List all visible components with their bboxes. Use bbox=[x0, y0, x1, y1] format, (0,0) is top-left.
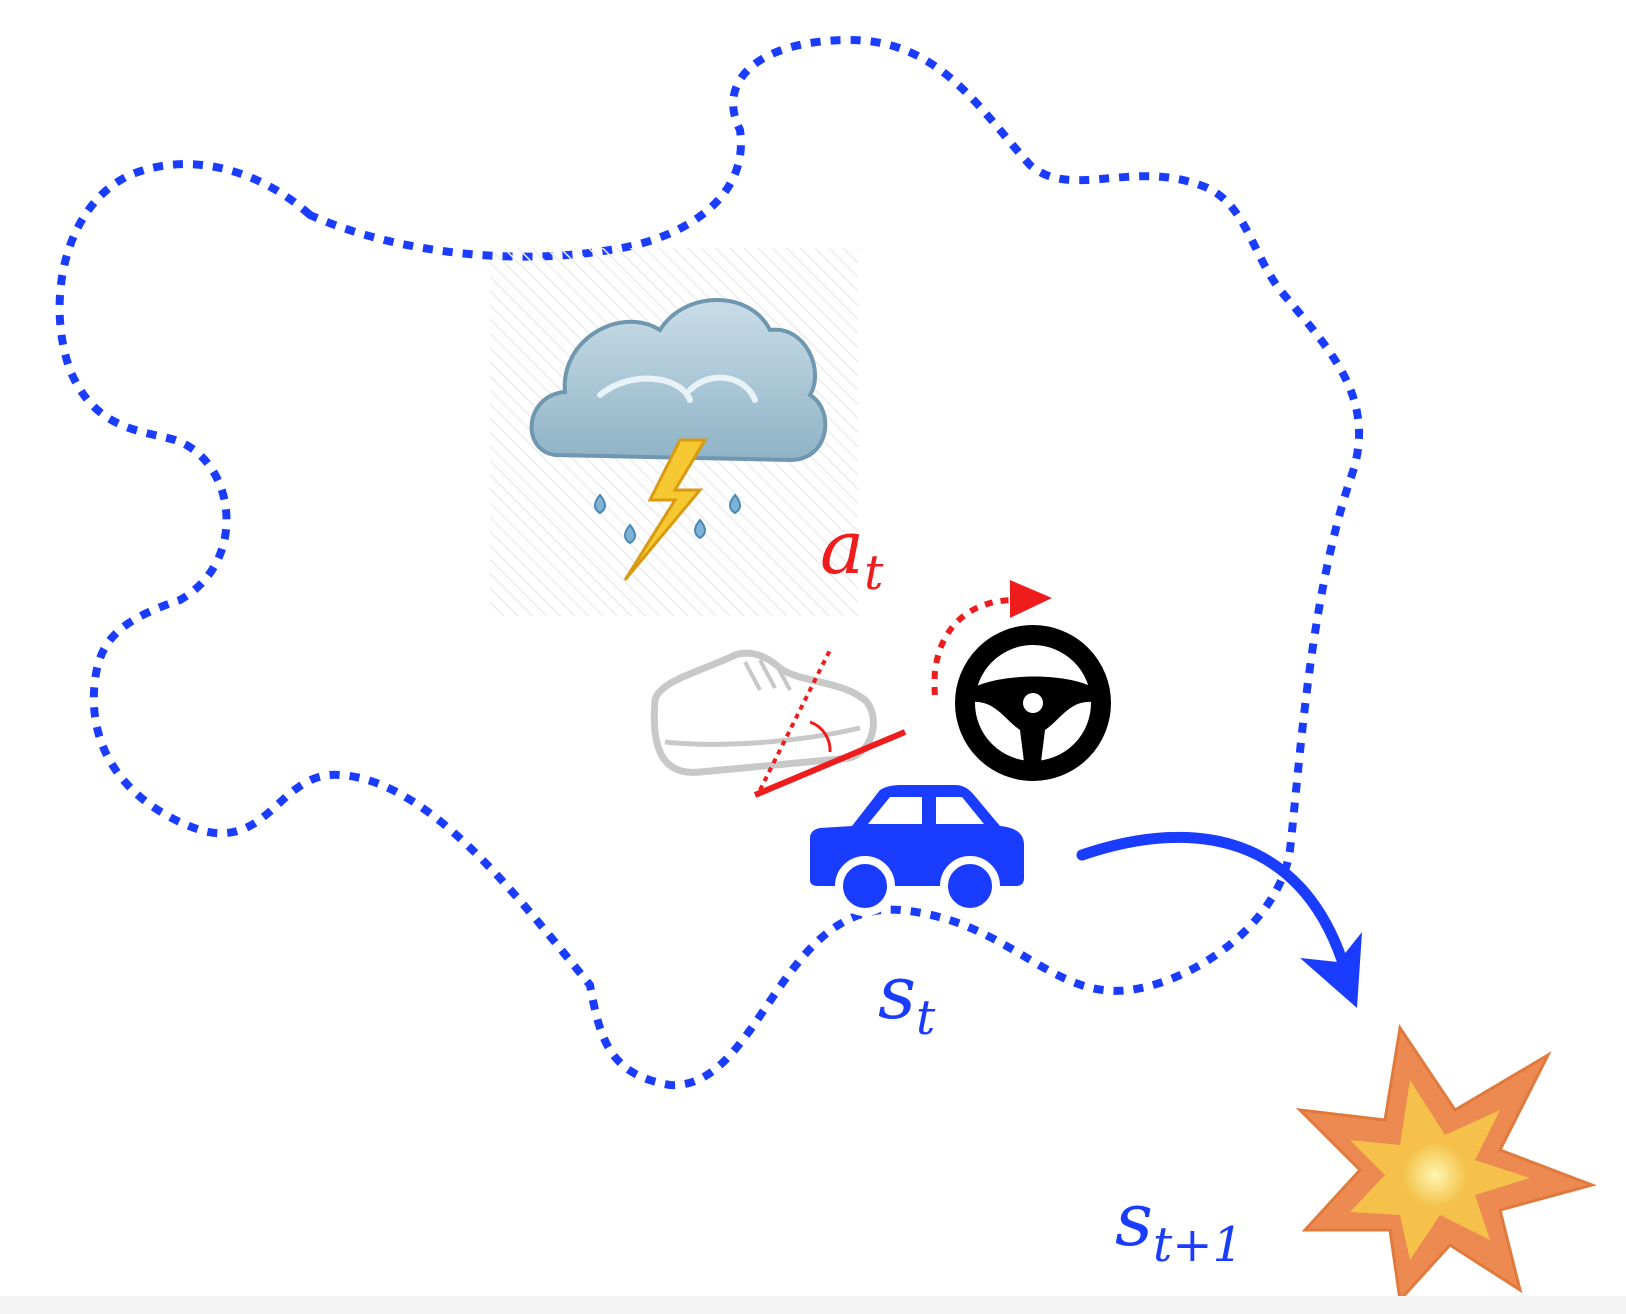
state-label: st bbox=[878, 950, 936, 1046]
shoe-on-pedal-icon bbox=[650, 649, 907, 798]
steering-arrow-head bbox=[1010, 580, 1052, 618]
pedal-normal-line bbox=[758, 649, 832, 791]
pedal-angle-arc bbox=[809, 720, 832, 753]
pedal-line bbox=[753, 729, 907, 798]
explosion-icon bbox=[1295, 1024, 1597, 1304]
state-space-boundary bbox=[55, 35, 1363, 1090]
action-label: at bbox=[820, 505, 884, 601]
steering-wheel-icon bbox=[955, 625, 1111, 781]
window-bottom-edge bbox=[0, 1296, 1626, 1314]
transition-arrow bbox=[1076, 831, 1348, 966]
transition-arrow-head bbox=[1300, 932, 1362, 1008]
storm-cloud-icon bbox=[490, 248, 858, 616]
steering-rotation-arrow bbox=[931, 597, 1016, 696]
car-icon bbox=[810, 785, 1024, 916]
next-state-label: st+1 bbox=[1115, 1177, 1243, 1273]
